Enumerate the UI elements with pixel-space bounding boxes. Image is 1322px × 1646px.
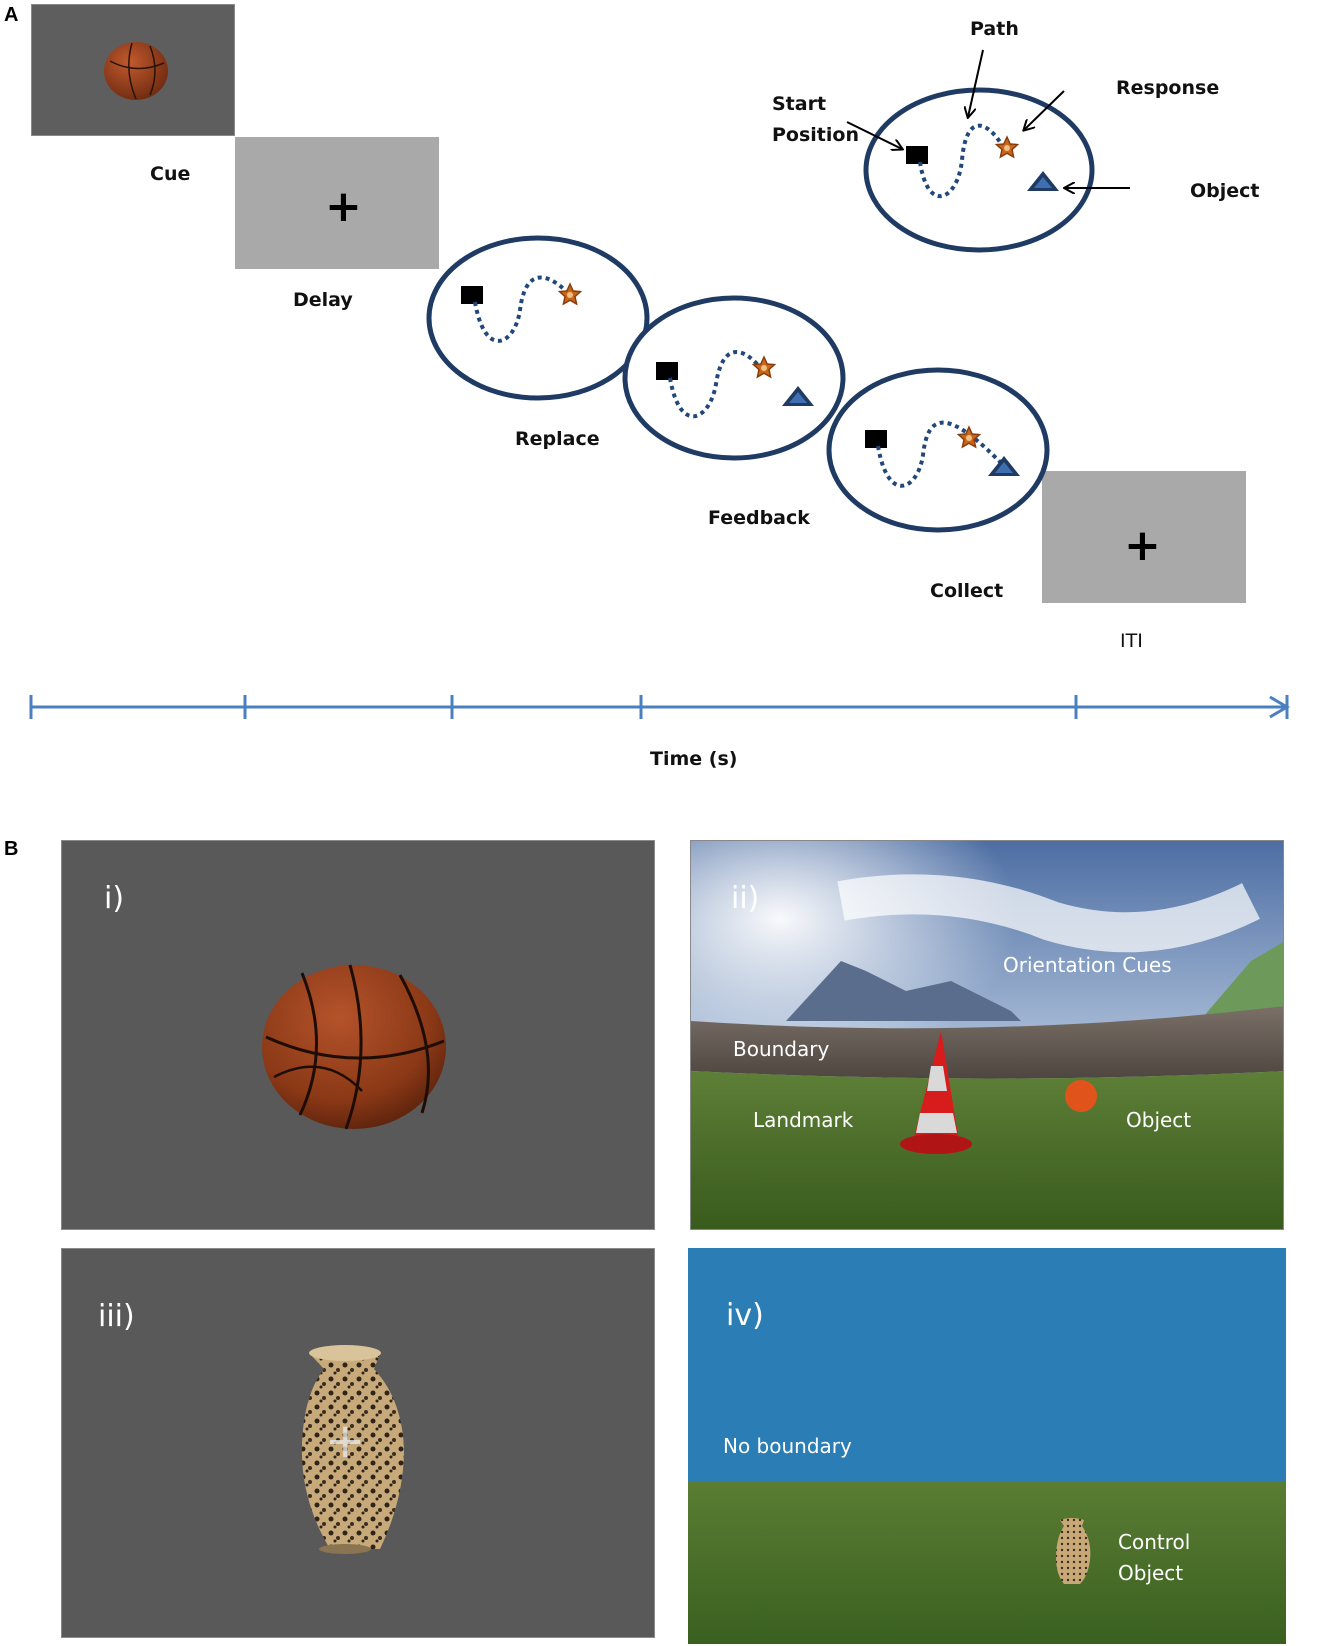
delay-screen	[235, 137, 439, 269]
start-position-marker	[461, 286, 483, 304]
time-axis-label: Time (s)	[650, 748, 738, 770]
orientation-cues-label: Orientation Cues	[1003, 953, 1172, 977]
no-boundary-label: No boundary	[723, 1434, 852, 1458]
legend-start-label-line1: Start	[772, 93, 827, 115]
collect-arena	[826, 367, 1050, 533]
path-line	[668, 350, 764, 419]
stage-label-iti: ITI	[1120, 630, 1143, 652]
replace-arena	[426, 235, 650, 401]
vase-fixation-cross: +	[325, 1413, 366, 1469]
legend-start-label-line2: Position	[772, 124, 859, 146]
path-line	[876, 420, 1007, 488]
iti-fixation-cross: +	[1124, 520, 1161, 571]
scene-iii-cue-screen: iii) +	[61, 1248, 655, 1638]
path-arrow	[968, 49, 984, 117]
legend-response-label: Response	[1116, 77, 1220, 99]
start-position-marker	[656, 362, 678, 380]
scene-ii-numeral: ii)	[731, 881, 760, 916]
scene-iv-environment: iv) No boundary Control Object	[688, 1248, 1286, 1644]
time-axis	[29, 695, 1290, 719]
basketball-icon	[262, 964, 446, 1130]
delay-fixation-cross: +	[325, 181, 362, 232]
legend-arena	[846, 49, 1130, 253]
cue-ball-icon	[104, 42, 168, 100]
legend-path-label: Path	[970, 18, 1019, 40]
response-arrow	[1024, 90, 1065, 130]
stage-label-replace: Replace	[515, 428, 600, 450]
scene-ii-landscape	[691, 841, 1283, 1229]
legend-object-label: Object	[1190, 180, 1260, 202]
object-label: Object	[1126, 1108, 1192, 1132]
scene-i-cue-screen: i)	[61, 840, 655, 1230]
scene-i-numeral: i)	[104, 881, 125, 916]
stage-label-collect: Collect	[930, 580, 1004, 602]
boundary-label: Boundary	[733, 1037, 830, 1061]
panel-a-letter: A	[4, 4, 19, 26]
start-position-marker	[865, 430, 887, 448]
scene-iv-numeral: iv)	[726, 1298, 764, 1333]
scene-iv-landscape	[688, 1248, 1286, 1644]
control-object-label-line2: Object	[1118, 1561, 1184, 1585]
path-line	[473, 275, 570, 343]
start-arrow	[846, 121, 902, 149]
control-object-label-line1: Control	[1118, 1530, 1191, 1554]
cue-screen	[31, 4, 235, 136]
landmark-label: Landmark	[753, 1108, 854, 1132]
feedback-arena	[622, 295, 846, 461]
start-position-marker	[906, 146, 928, 164]
stage-label-cue: Cue	[150, 163, 191, 185]
scene-ii-environment: ii) Orientation Cues Boundary Landmark O…	[690, 840, 1284, 1230]
vase-icon	[301, 1345, 404, 1554]
scene-iii-numeral: iii)	[98, 1299, 135, 1334]
stage-label-feedback: Feedback	[708, 507, 810, 529]
panel-a-diagram	[29, 49, 1290, 719]
stage-label-delay: Delay	[293, 289, 353, 311]
iti-screen	[1042, 471, 1246, 603]
panel-b-letter: B	[4, 838, 19, 860]
